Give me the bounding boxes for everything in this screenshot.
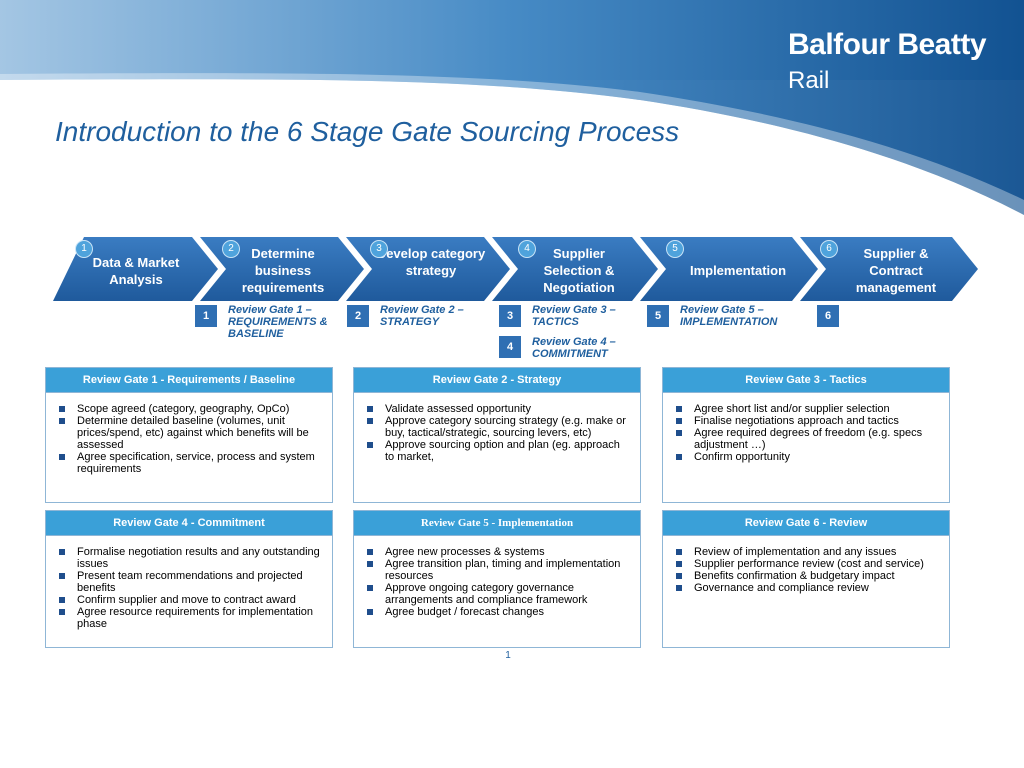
page-number: 1 bbox=[505, 650, 511, 661]
list-item: Present team recommendations and project… bbox=[58, 570, 324, 594]
stage-label-1: Data & Market Analysis bbox=[92, 255, 180, 287]
list-item: Agree short list and/or supplier selecti… bbox=[675, 403, 941, 415]
brand-name: Balfour Beatty bbox=[788, 28, 987, 61]
stage-number-4: 4 bbox=[518, 240, 536, 258]
panel-title: Review Gate 1 - Requirements / Baseline bbox=[46, 368, 332, 393]
bullet-icon bbox=[59, 609, 65, 615]
gate-marker-3: 3 bbox=[499, 305, 521, 327]
header-banner bbox=[0, 0, 1024, 215]
list-item: Agree required degrees of freedom (e.g. … bbox=[675, 427, 941, 451]
list-item: Supplier performance review (cost and se… bbox=[675, 558, 941, 570]
list-item: Confirm opportunity bbox=[675, 451, 941, 463]
stage-chevron-6 bbox=[800, 237, 978, 301]
list-item: Confirm supplier and move to contract aw… bbox=[58, 594, 324, 606]
stage-label-2: Determine business requirements bbox=[241, 246, 325, 295]
list-item: Review of implementation and any issues bbox=[675, 546, 941, 558]
bullet-list: Review of implementation and any issues … bbox=[663, 536, 949, 600]
list-item: Agree new processes & systems bbox=[366, 546, 632, 558]
bullet-list: Agree new processes & systems Agree tran… bbox=[354, 536, 640, 624]
bullet-icon bbox=[59, 597, 65, 603]
stage-number-6: 6 bbox=[820, 240, 838, 258]
bullet-icon bbox=[676, 561, 682, 567]
panel-title: Review Gate 3 - Tactics bbox=[663, 368, 949, 393]
stage-number-1: 1 bbox=[75, 240, 93, 258]
slide-title: Introduction to the 6 Stage Gate Sourcin… bbox=[55, 116, 680, 147]
panel-title: Review Gate 5 - Implementation bbox=[354, 511, 640, 536]
bullet-icon bbox=[367, 442, 373, 448]
stage-number-5: 5 bbox=[666, 240, 684, 258]
bullet-icon bbox=[367, 585, 373, 591]
brand-division: Rail bbox=[788, 67, 830, 94]
list-item: Formalise negotiation results and any ou… bbox=[58, 546, 324, 570]
bullet-icon bbox=[367, 406, 373, 412]
list-item: Agree budget / forecast changes bbox=[366, 606, 632, 618]
gate-marker-6: 6 bbox=[817, 305, 839, 327]
bullet-icon bbox=[676, 454, 682, 460]
bullet-icon bbox=[676, 406, 682, 412]
stage-label-4: Supplier Selection & Negotiation bbox=[543, 246, 615, 295]
gate-label-2: Review Gate 2 – STRATEGY bbox=[380, 304, 464, 328]
panel-review-gate-5: Review Gate 5 - Implementation Agree new… bbox=[353, 510, 641, 648]
panel-title: Review Gate 2 - Strategy bbox=[354, 368, 640, 393]
bullet-icon bbox=[367, 418, 373, 424]
gate-label-1: Review Gate 1 – REQUIREMENTS & BASELINE bbox=[228, 304, 328, 340]
panel-review-gate-6: Review Gate 6 - Review Review of impleme… bbox=[662, 510, 950, 648]
list-item: Agree specification, service, process an… bbox=[58, 451, 324, 475]
list-item: Approve sourcing option and plan (eg. ap… bbox=[366, 439, 632, 463]
bullet-icon bbox=[676, 418, 682, 424]
bullet-icon bbox=[676, 585, 682, 591]
bullet-icon bbox=[59, 573, 65, 579]
gate-marker-1: 1 bbox=[195, 305, 217, 327]
stage-number-2: 2 bbox=[222, 240, 240, 258]
bullet-icon bbox=[59, 454, 65, 460]
list-item: Determine detailed baseline (volumes, un… bbox=[58, 415, 324, 451]
stage-chevron-5 bbox=[640, 237, 818, 301]
gate-label-4: Review Gate 4 – COMMITMENT bbox=[532, 336, 616, 360]
list-item: Scope agreed (category, geography, OpCo) bbox=[58, 403, 324, 415]
list-item: Validate assessed opportunity bbox=[366, 403, 632, 415]
bullet-list: Validate assessed opportunity Approve ca… bbox=[354, 393, 640, 469]
gate-label-3: Review Gate 3 – TACTICS bbox=[532, 304, 616, 328]
stage-label-5: Implementation bbox=[689, 263, 787, 278]
bullet-icon bbox=[59, 406, 65, 412]
panel-review-gate-4: Review Gate 4 - Commitment Formalise neg… bbox=[45, 510, 333, 648]
panel-review-gate-2: Review Gate 2 - Strategy Validate assess… bbox=[353, 367, 641, 503]
list-item: Governance and compliance review bbox=[675, 582, 941, 594]
panel-review-gate-1: Review Gate 1 - Requirements / Baseline … bbox=[45, 367, 333, 503]
bullet-icon bbox=[367, 549, 373, 555]
bullet-icon bbox=[676, 573, 682, 579]
bullet-list: Formalise negotiation results and any ou… bbox=[46, 536, 332, 636]
bullet-icon bbox=[367, 609, 373, 615]
bullet-icon bbox=[676, 549, 682, 555]
bullet-list: Scope agreed (category, geography, OpCo)… bbox=[46, 393, 332, 481]
panel-review-gate-3: Review Gate 3 - Tactics Agree short list… bbox=[662, 367, 950, 503]
list-item: Approve category sourcing strategy (e.g.… bbox=[366, 415, 632, 439]
stage-number-3: 3 bbox=[370, 240, 388, 258]
bullet-icon bbox=[676, 430, 682, 436]
list-item: Agree resource requirements for implemen… bbox=[58, 606, 324, 630]
gate-label-5: Review Gate 5 – IMPLEMENTATION bbox=[680, 304, 778, 328]
stage-chevron-1 bbox=[53, 237, 218, 301]
gate-marker-4: 4 bbox=[499, 336, 521, 358]
stage-label-3: Develop category strategy bbox=[376, 246, 486, 278]
list-item: Approve ongoing category governance arra… bbox=[366, 582, 632, 606]
list-item: Finalise negotiations approach and tacti… bbox=[675, 415, 941, 427]
gate-marker-5: 5 bbox=[647, 305, 669, 327]
brand-logo: Balfour Beatty Rail bbox=[788, 28, 987, 94]
stage-label-6: Supplier & Contract management bbox=[855, 246, 937, 295]
panel-title: Review Gate 6 - Review bbox=[663, 511, 949, 536]
stage-chevron-flow bbox=[53, 237, 978, 301]
bullet-icon bbox=[59, 549, 65, 555]
bullet-icon bbox=[367, 561, 373, 567]
gate-marker-2: 2 bbox=[347, 305, 369, 327]
list-item: Benefits confirmation & budgetary impact bbox=[675, 570, 941, 582]
bullet-list: Agree short list and/or supplier selecti… bbox=[663, 393, 949, 469]
stage-chevron-2 bbox=[200, 237, 364, 301]
list-item: Agree transition plan, timing and implem… bbox=[366, 558, 632, 582]
bullet-icon bbox=[59, 418, 65, 424]
panel-title: Review Gate 4 - Commitment bbox=[46, 511, 332, 536]
